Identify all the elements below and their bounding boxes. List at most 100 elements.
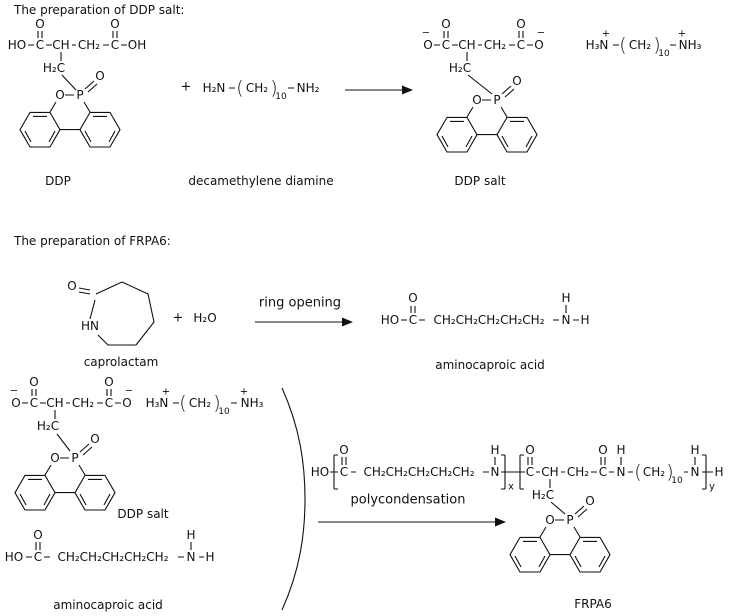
atom-label: O <box>534 38 543 52</box>
atom-label: P <box>566 513 573 527</box>
atom-label: HO <box>311 465 329 479</box>
atom-label: NH₃ <box>679 38 702 52</box>
atom-label: CH₂ <box>643 465 665 479</box>
subscript-label: 10 <box>218 407 230 417</box>
atom-label: O <box>525 443 534 457</box>
subscript-label: x <box>508 482 514 493</box>
atom-label: CH₂ <box>189 396 211 410</box>
atom-label: C <box>517 38 525 52</box>
charge-label: + <box>602 29 610 40</box>
paren: ( <box>634 461 641 483</box>
atom-label: H <box>714 465 723 479</box>
atom-label: CH₂CH₂CH₂CH₂CH₂ <box>433 313 544 327</box>
charge-label: + <box>240 387 248 398</box>
atom-label: O <box>35 17 44 31</box>
section-title: The preparation of DDP salt: <box>13 3 184 17</box>
atom-label: N <box>617 465 626 479</box>
atom-label: CH₂CH₂CH₂CH₂CH₂ <box>363 465 474 479</box>
atom-label: O <box>472 93 481 107</box>
atom-label: O <box>11 396 20 410</box>
atom-label: H₂N <box>203 81 226 95</box>
charge-label: − <box>125 386 133 397</box>
structure-label: DDP <box>45 174 71 188</box>
atom-label: HO <box>8 38 26 52</box>
charge-label: − <box>10 386 18 397</box>
atom-label: CH₂ <box>484 38 506 52</box>
atom-label: O <box>29 375 38 389</box>
atom-label: O <box>408 291 417 305</box>
atom-label: H₃N <box>146 396 169 410</box>
subscript-label: 10 <box>275 92 287 102</box>
paren: ) <box>213 392 220 414</box>
arrow-label: polycondensation <box>351 493 466 508</box>
atom-label: O <box>423 38 432 52</box>
atom-label: C <box>526 465 534 479</box>
atom-label: H <box>580 313 589 327</box>
atom-label: O <box>110 17 119 31</box>
atom-label: H₂C <box>449 61 471 75</box>
paren: ( <box>236 77 243 99</box>
atom-label: C <box>340 465 348 479</box>
atom-label: OH <box>128 38 146 52</box>
atom-label: O <box>441 17 450 31</box>
arrowheads <box>342 85 506 527</box>
bond-lines-section2 <box>78 281 579 346</box>
atom-label: O <box>90 432 99 446</box>
atom-label: H <box>490 443 499 457</box>
atom-label: H₂C <box>37 419 59 433</box>
charge-label: + <box>162 387 170 398</box>
atom-label: C <box>409 313 417 327</box>
charge-label: + <box>678 29 686 40</box>
atom-label: H <box>205 550 214 564</box>
atom-label: C <box>30 396 38 410</box>
atom-label: P <box>76 88 83 102</box>
atom-label: H <box>186 528 195 542</box>
bond-lines-section3 <box>14 389 713 573</box>
paren: ) <box>270 77 277 99</box>
atom-label: C <box>599 465 607 479</box>
atom-label: H₂C <box>43 61 65 75</box>
atom-label: CH₂ <box>78 38 100 52</box>
atom-label: O <box>33 528 42 542</box>
atom-label: H₂C <box>532 488 554 502</box>
structure-label: DDP salt <box>454 174 505 188</box>
atom-label: CH₂ <box>72 396 94 410</box>
arrow-label: ring opening <box>259 296 341 311</box>
plus-operator: + <box>173 311 184 326</box>
subscript-label: y <box>709 482 715 493</box>
atom-label: O <box>104 375 113 389</box>
atom-label: O <box>122 396 131 410</box>
atom-label: H₃N <box>586 38 609 52</box>
atom-label: H <box>616 443 625 457</box>
structure-label: DDP salt <box>117 507 168 521</box>
section-title: The preparation of FRPA6: <box>13 234 171 248</box>
structure-label: aminocaproic acid <box>435 358 545 372</box>
structure-label: FRPA6 <box>574 597 612 611</box>
atom-label: C <box>34 550 42 564</box>
atom-label: CH <box>52 38 69 52</box>
atom-label: N <box>562 313 571 327</box>
atom-label: H₂O <box>193 311 216 325</box>
atom-label: HO <box>381 313 399 327</box>
atom-label: O <box>55 88 64 102</box>
atom-label: O <box>50 451 59 465</box>
atom-label: CH <box>458 38 475 52</box>
plus-operator: + <box>181 80 192 95</box>
atom-label: C <box>442 38 450 52</box>
grouping-brace <box>281 387 306 611</box>
atom-label: O <box>67 279 76 293</box>
atom-label: H <box>690 443 699 457</box>
atom-label: CH <box>46 396 63 410</box>
atom-label: N <box>691 465 700 479</box>
charge-label: − <box>537 28 545 39</box>
atom-label: H <box>561 291 570 305</box>
bond-lines-section1 <box>19 31 676 153</box>
paren: ( <box>619 34 626 56</box>
charge-label: − <box>422 28 430 39</box>
atom-label: C <box>36 38 44 52</box>
atom-label: O <box>95 69 104 83</box>
atom-label: NH₂ <box>297 81 320 95</box>
atom-label: CH₂ <box>246 81 268 95</box>
